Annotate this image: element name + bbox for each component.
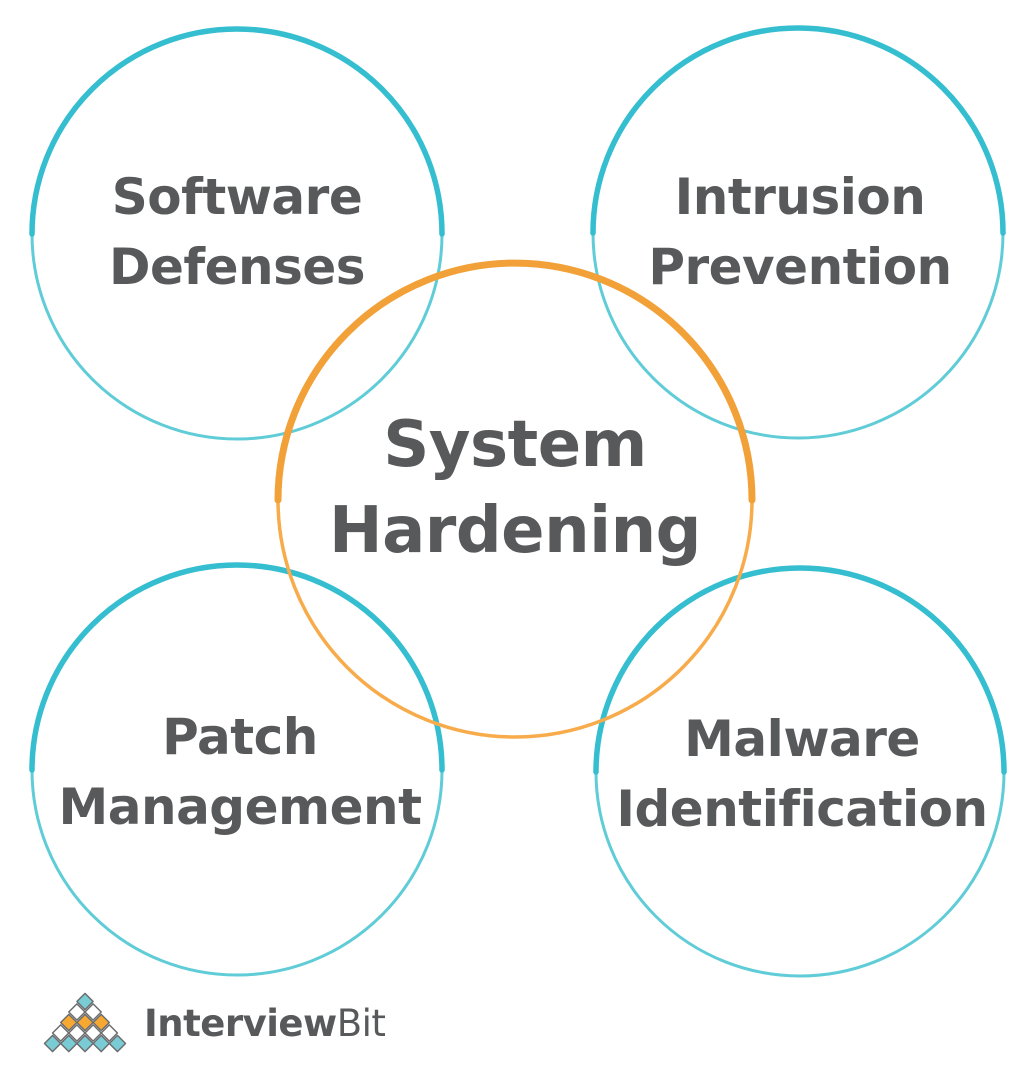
label-intrusion-prevention-line1: Intrusion — [674, 168, 926, 226]
label-patch-management-line2: Management — [58, 778, 422, 836]
diamond-teal — [76, 1034, 94, 1053]
label-software-defenses: Software Defenses — [108, 162, 366, 302]
circle-patch-management-accent-arc — [29, 562, 445, 773]
circle-malware-identification — [593, 565, 1007, 978]
label-patch-management: Patch Management — [58, 702, 422, 842]
circle-intrusion-prevention-accent-arc — [590, 25, 1006, 236]
diamond-teal — [43, 1034, 62, 1053]
pyramid-diamonds — [43, 992, 127, 1053]
interviewbit-pyramid-icon — [43, 992, 127, 1053]
diamond-white — [84, 1024, 102, 1042]
label-intrusion-prevention: Intrusion Prevention — [648, 162, 952, 302]
diamond-white — [68, 1024, 86, 1042]
diamond-white — [84, 1003, 102, 1021]
diamond-orange — [76, 1013, 94, 1032]
label-software-defenses-line1: Software — [111, 168, 363, 226]
diamond-white — [68, 1003, 86, 1021]
diamond-white — [100, 1024, 119, 1042]
interviewbit-logo: InterviewBit — [42, 992, 386, 1054]
diamond-teal — [59, 1034, 78, 1053]
label-system-hardening-line1: System — [383, 408, 647, 482]
diamond-orange — [92, 1013, 111, 1032]
label-system-hardening-line2: Hardening — [329, 494, 701, 568]
circle-system-hardening-accent-arc — [274, 259, 756, 504]
label-malware-identification-line2: Identification — [616, 780, 988, 838]
interviewbit-wordmark: InterviewBit — [144, 1001, 386, 1045]
circle-software-defenses — [29, 26, 445, 441]
wordmark-bit: Bit — [336, 1001, 386, 1045]
label-intrusion-prevention-line2: Prevention — [648, 238, 952, 296]
circle-malware-identification-accent-arc — [593, 565, 1007, 775]
label-malware-identification-line1: Malware — [684, 710, 920, 768]
diamond-teal — [92, 1034, 111, 1053]
label-malware-identification: Malware Identification — [616, 704, 988, 844]
diamond-teal — [76, 992, 94, 1011]
diamond-teal — [108, 1034, 127, 1053]
circle-software-defenses-accent-arc — [29, 26, 445, 237]
circle-system-hardening — [274, 259, 756, 739]
circle-patch-management — [29, 562, 445, 977]
label-system-hardening: System Hardening — [329, 402, 701, 574]
label-software-defenses-line2: Defenses — [108, 238, 366, 296]
diamond-white — [51, 1024, 70, 1042]
label-patch-management-line1: Patch — [162, 708, 318, 766]
circle-intrusion-prevention — [590, 25, 1006, 440]
wordmark-interview: Interview — [144, 1001, 337, 1045]
diamond-orange — [59, 1013, 78, 1032]
